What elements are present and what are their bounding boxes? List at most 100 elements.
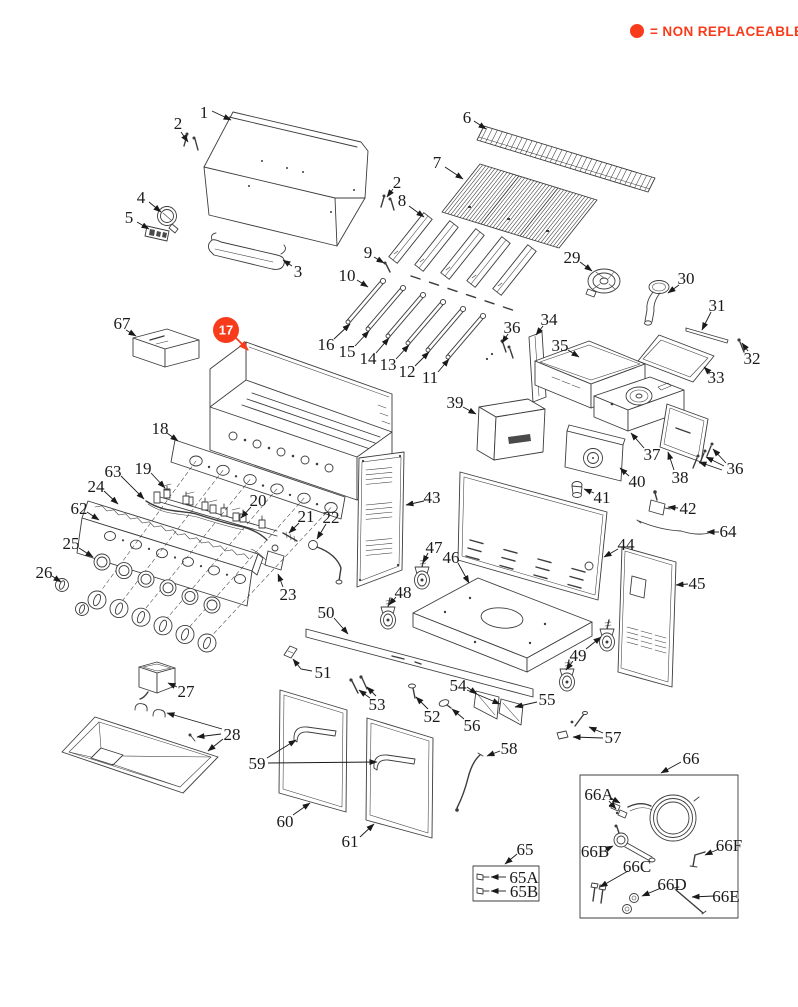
leader-line-part-28 [207,738,224,752]
part-label-55: 55 [539,690,556,709]
screw-9-icon [383,261,391,273]
leader-line-part-59 [266,739,297,759]
part-label-3: 3 [294,262,303,281]
screws-36-left-icon [485,339,514,361]
leader-line-part-52 [415,696,429,710]
part-label-61: 61 [342,832,359,851]
leader-line-part-2 [386,188,394,198]
part-label-47: 47 [426,538,444,557]
leader-line-part-46 [457,562,470,584]
part-label-66E: 66E [712,887,739,906]
part-label-36: 36 [727,459,744,478]
leader-line-part-58 [486,750,501,757]
right-door-drawing [365,717,434,839]
part-label-15: 15 [339,342,356,361]
part-label-16: 16 [318,335,335,354]
part-label-12: 12 [399,362,416,381]
support-rod-31-drawing [685,327,729,344]
part-label-32: 32 [744,349,761,368]
part-label-46: 46 [443,548,460,567]
leader-line-part-13 [395,344,410,360]
leader-line-part-39 [462,406,477,415]
part-label-31: 31 [709,296,726,315]
leader-line-part-9 [373,256,385,264]
leader-line-part-19 [150,472,166,489]
part-label-6: 6 [463,108,472,127]
leader-line-part-38 [667,451,675,471]
part-label-37: 37 [644,445,662,464]
valve-42-drawing [648,490,671,516]
leader-line-part-24 [103,490,119,505]
leader-line-part-7 [444,166,464,180]
highlight-circle [213,317,239,343]
part-label-53: 53 [369,695,386,714]
leader-line-part-44 [603,548,619,558]
screws-36-right-icon [692,442,714,469]
leader-line-part-29 [579,261,593,272]
leader-line-part-42 [667,504,679,511]
part-label-18: 18 [152,419,169,438]
leader-line-part-54 [466,689,501,705]
leader-line-part-66F [704,848,720,856]
part-label-66F: 66F [716,836,742,855]
leader-line-part-48 [388,596,397,606]
leader-line-part-66C [599,870,629,888]
lid-handle-drawing [207,232,286,270]
leader-line-part-32 [741,342,749,352]
side-burner-tube-drawing [644,280,670,326]
leader-line-part-41 [583,488,595,495]
part-label-9: 9 [364,243,373,262]
leader-line-part-16 [333,323,351,340]
part-label-5: 5 [125,208,134,227]
cooking-grates-drawing [441,163,598,249]
part-label-39: 39 [447,393,464,412]
leader-line-part-57 [588,726,604,734]
leader-line-part-66A [610,796,621,804]
non-replaceable-dot-icon [630,24,644,38]
leader-line-part-53 [358,689,371,699]
part-label-14: 14 [360,349,378,368]
part-label-11: 11 [422,368,438,387]
part-label-58: 58 [501,739,518,758]
leader-line-part-26 [51,575,62,583]
leader-line-part-55 [514,701,538,709]
leader-line-part-66A [608,800,617,810]
name-plate-drawing [144,225,170,242]
part-label-24: 24 [88,477,106,496]
screws-53-icon [349,675,368,694]
leader-line-part-35 [567,349,580,358]
part-label-25: 25 [63,534,80,553]
part-label-29: 29 [564,248,581,267]
leader-line-part-65 [504,853,518,865]
leader-line-part-62 [86,511,100,521]
leader-line-part-27 [167,682,178,689]
generated-artwork [55,126,667,692]
leader-line-part-66E [691,893,715,900]
leader-line-part-67 [125,329,137,337]
leader-line-part-43 [405,500,425,507]
leader-line-part-22 [316,523,327,540]
leader-line-part-36 [712,448,727,464]
part-label-33: 33 [708,368,725,387]
knob-41-drawing [571,481,583,498]
part-label-40: 40 [629,472,646,491]
part-label-51: 51 [315,663,332,682]
leader-line-part-30 [667,284,680,294]
leader-line-part-37 [630,432,645,449]
leader-line-part-56 [451,708,465,720]
leader-line-part-36 [698,461,723,471]
left-door-drawing [278,689,348,813]
screws-57-icon [556,711,588,740]
part-label-63: 63 [105,462,122,481]
manifold-drawing [153,491,343,585]
control-panel-drawing [76,500,264,607]
back-panel-drawing [457,471,608,601]
leader-line-part-20 [240,506,252,519]
part-label-26: 26 [36,563,53,582]
leader-line-part-17 [235,337,249,351]
burner-mount-panel-drawing [170,439,346,520]
igniter-wire-drawing [145,500,268,541]
side-panel-right-drawing [617,546,677,688]
leader-line-part-15 [354,330,370,347]
